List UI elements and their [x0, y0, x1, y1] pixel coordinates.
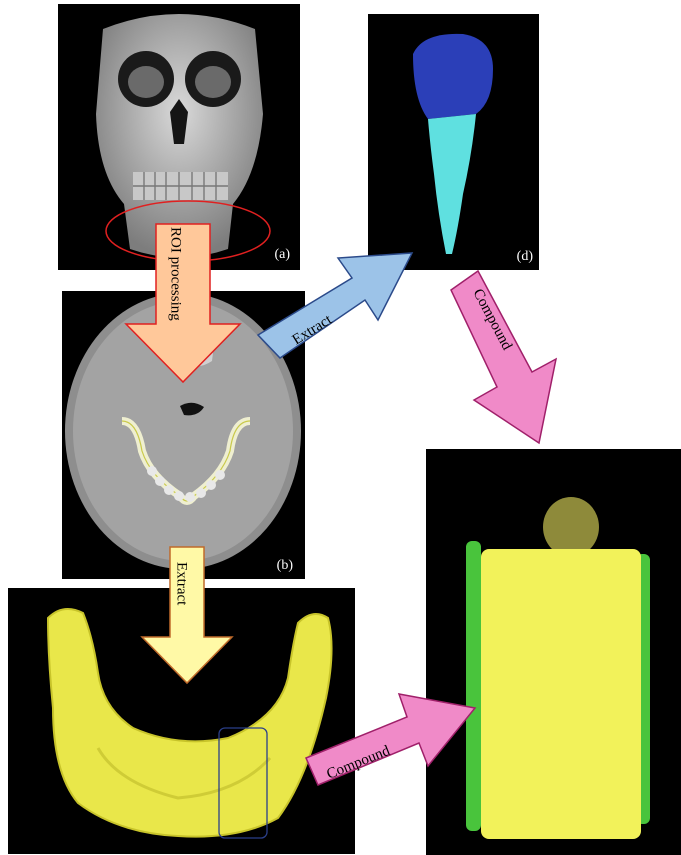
extract-b-to-d-arrow: Extract	[258, 253, 412, 358]
extract-b-to-c-arrow: Extract	[142, 547, 232, 683]
compound-d-to-e-arrow: Compound	[451, 271, 556, 443]
roi-processing-text: ROI processing	[168, 227, 184, 321]
extract-b-to-c-text: Extract	[174, 562, 190, 606]
roi-processing-arrow: ROI processing	[126, 224, 240, 382]
compound-c-to-e-arrow: Compound	[306, 694, 475, 785]
